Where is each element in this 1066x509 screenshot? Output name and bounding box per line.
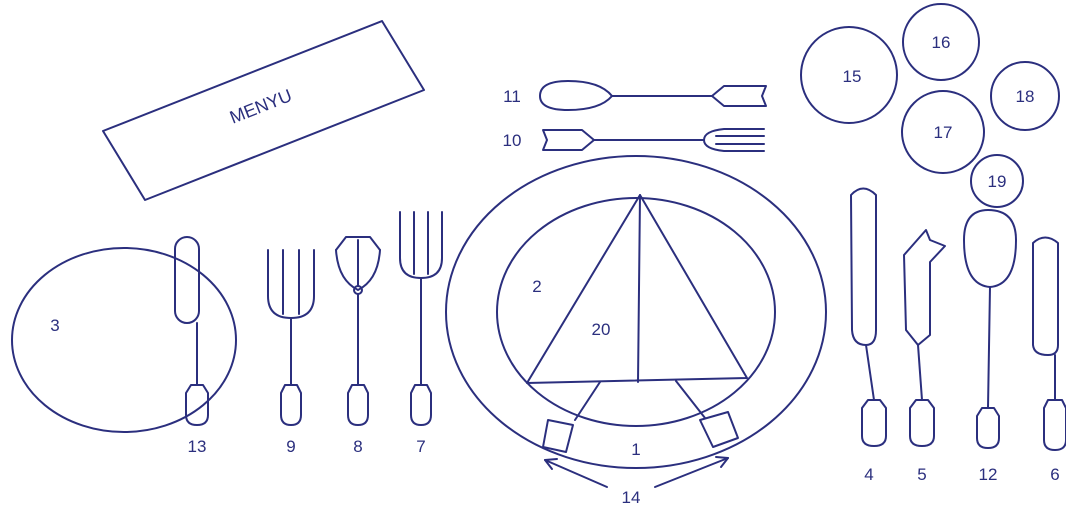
label-20: 20	[592, 320, 611, 339]
dessert-fork	[543, 129, 764, 151]
label-15: 15	[843, 67, 862, 86]
dinner-plate	[497, 198, 775, 426]
knife-4	[851, 189, 886, 447]
label-2: 2	[532, 277, 541, 296]
fish-knife-5	[904, 230, 945, 446]
label-7: 7	[416, 437, 425, 456]
fork-8	[336, 237, 380, 425]
fork-7	[400, 212, 442, 425]
dessert-spoon	[540, 81, 766, 110]
label-1: 1	[631, 440, 640, 459]
label-11: 11	[503, 87, 521, 106]
menu-card: MENYU	[103, 21, 424, 200]
label-14: 14	[622, 488, 641, 507]
label-8: 8	[353, 437, 362, 456]
label-19: 19	[988, 172, 1007, 191]
folded-napkin	[527, 195, 747, 383]
bread-plate	[12, 248, 236, 432]
label-18: 18	[1016, 87, 1035, 106]
label-9: 9	[286, 437, 295, 456]
butter-knife	[175, 237, 208, 425]
label-16: 16	[932, 33, 951, 52]
label-12: 12	[979, 465, 998, 484]
number-labels: 1 2 3 4 5 6 7 8 9 10 11 12 13 14 15 16 1…	[50, 33, 1059, 507]
fork-9	[268, 250, 314, 425]
soup-spoon-12	[964, 210, 1016, 448]
label-10: 10	[503, 131, 522, 150]
knife-6	[1033, 238, 1066, 451]
label-3: 3	[50, 316, 59, 335]
label-4: 4	[864, 465, 873, 484]
label-6: 6	[1050, 465, 1059, 484]
label-17: 17	[934, 123, 953, 142]
label-14-arrows	[545, 457, 728, 487]
label-5: 5	[917, 465, 926, 484]
menu-card-text: MENYU	[227, 85, 295, 127]
label-13: 13	[188, 437, 207, 456]
